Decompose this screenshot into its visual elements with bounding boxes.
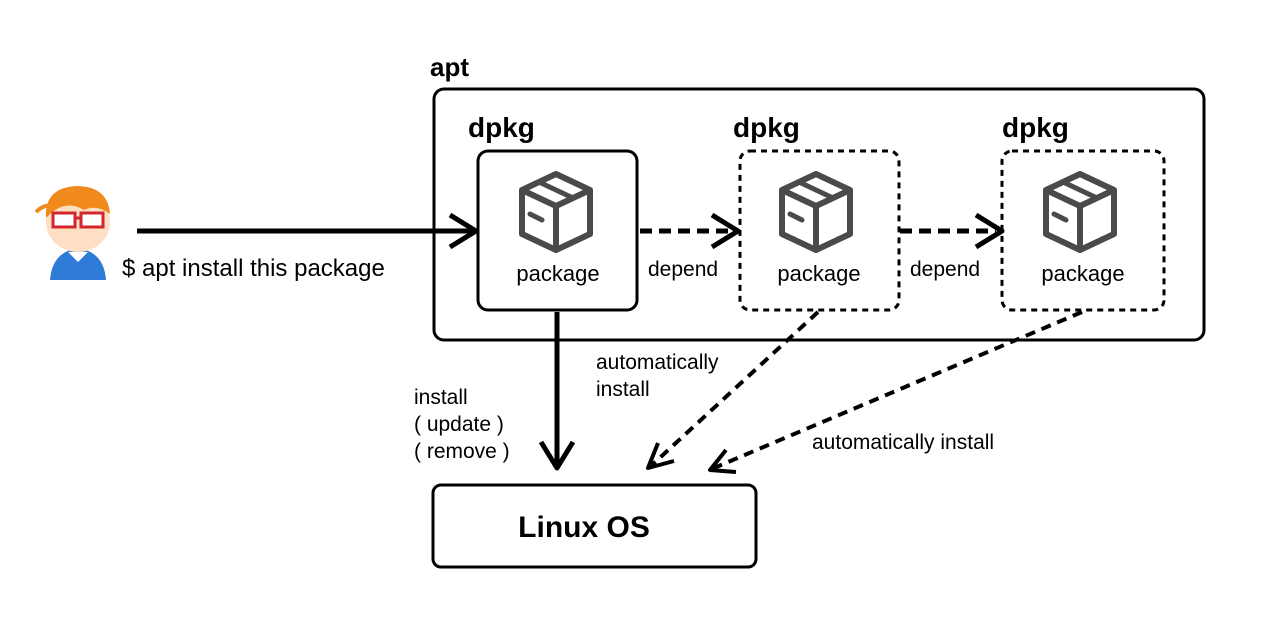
- package-label-1: package: [516, 261, 599, 286]
- auto-install-arrow-2: [708, 310, 1083, 474]
- depend-arrow-1: [640, 212, 741, 250]
- linux-os-label: Linux OS: [518, 511, 650, 544]
- auto-install-label-1-line-2: install: [596, 378, 650, 401]
- apt-container: [432, 87, 1206, 342]
- apt-label: apt: [430, 52, 469, 82]
- dpkg-label-1: dpkg: [468, 112, 535, 143]
- install-arrow: [538, 312, 576, 471]
- auto-install-arrow-1: [646, 310, 820, 470]
- package-label-2: package: [777, 261, 860, 286]
- user-avatar-icon: [34, 186, 110, 280]
- auto-install-label-1-line-1: automatically: [596, 351, 719, 374]
- user-command: $ apt install this package: [122, 255, 385, 282]
- linux-os-box: [431, 483, 758, 569]
- depend-arrow-2: [900, 212, 1005, 250]
- install-label-line-1: install: [414, 386, 468, 409]
- depend-label-1: depend: [648, 258, 718, 281]
- dpkg-label-2: dpkg: [733, 112, 800, 143]
- dpkg-label-3: dpkg: [1002, 112, 1069, 143]
- install-label-line-2: ( update ): [414, 413, 504, 436]
- package-label-3: package: [1041, 261, 1124, 286]
- depend-label-2: depend: [910, 258, 980, 281]
- install-command-arrow: [137, 212, 479, 250]
- auto-install-label-2: automatically install: [812, 431, 994, 454]
- install-label-line-3: ( remove ): [414, 440, 510, 463]
